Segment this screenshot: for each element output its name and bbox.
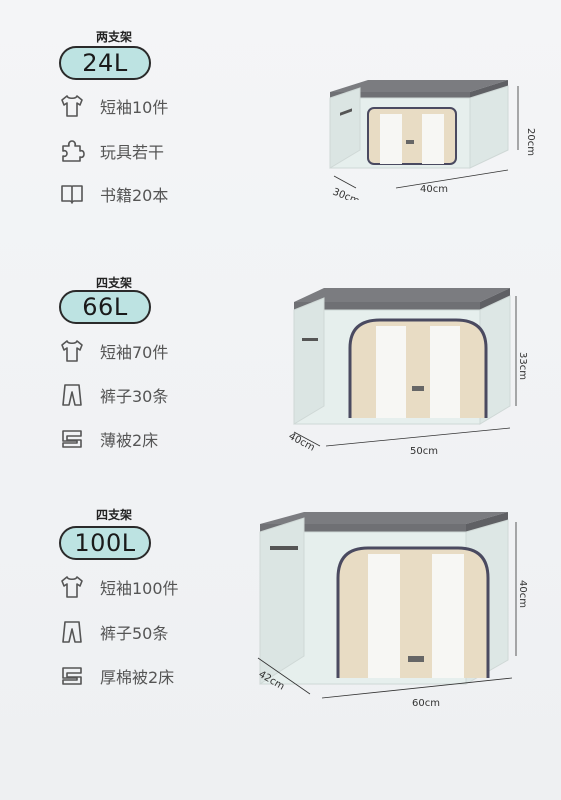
item-text: 书籍20本 — [100, 186, 169, 205]
capacity-badge: 66L — [59, 290, 151, 324]
puzzle-icon — [62, 140, 85, 162]
tshirt-icon — [61, 576, 83, 598]
item-text: 裤子50条 — [100, 624, 169, 643]
list-item: 玩具若干 — [58, 136, 164, 166]
tshirt-icon — [61, 340, 83, 362]
storage-box-image: 20cm 30cm 40cm — [329, 80, 536, 200]
list-item: 短袖70件 — [58, 336, 168, 366]
book-icon — [61, 185, 83, 204]
list-item: 短袖10件 — [58, 91, 168, 121]
dim-depth: 40cm — [287, 431, 317, 454]
pants-icon — [62, 621, 82, 643]
section-24l: 两支架 24L 短袖10件 玩具若干 书籍20本 20cm 30cm 40cm — [0, 0, 561, 250]
list-item: 短袖100件 — [58, 572, 179, 602]
dim-height: 33cm — [517, 352, 528, 380]
storage-box-image: 33cm 40cm 50cm — [287, 288, 528, 457]
dim-width: 50cm — [410, 446, 438, 457]
dim-width: 40cm — [420, 184, 448, 195]
storage-box-image: 40cm 42cm 60cm — [257, 512, 528, 709]
item-text: 裤子30条 — [100, 387, 169, 406]
list-item: 裤子30条 — [58, 380, 168, 410]
capacity-badge: 100L — [59, 526, 151, 560]
tshirt-icon — [61, 95, 83, 117]
dim-width: 60cm — [412, 698, 440, 709]
item-text: 厚棉被2床 — [100, 668, 175, 687]
pants-icon — [62, 384, 82, 406]
capacity-badge: 24L — [59, 46, 151, 80]
list-item: 书籍20本 — [58, 179, 168, 209]
section-66l: 四支架 66L 短袖70件 裤子30条 薄被2床 33cm 40cm 50cm — [0, 250, 561, 500]
item-text: 短袖70件 — [100, 343, 169, 362]
frame-label: 四支架 — [95, 276, 132, 290]
item-text: 玩具若干 — [100, 143, 165, 162]
item-text: 短袖100件 — [100, 579, 179, 598]
dim-height: 20cm — [525, 128, 536, 156]
item-text: 薄被2床 — [100, 431, 159, 450]
dim-height: 40cm — [517, 580, 528, 608]
quilt-icon — [62, 430, 82, 448]
list-item: 厚棉被2床 — [58, 661, 174, 691]
frame-label: 两支架 — [95, 30, 132, 44]
list-item: 裤子50条 — [58, 617, 168, 647]
dim-depth: 30cm — [331, 187, 361, 200]
section-100l: 四支架 100L 短袖100件 裤子50条 厚棉被2床 40cm 42cm 60… — [0, 500, 561, 750]
quilt-icon — [62, 667, 82, 685]
item-text: 短袖10件 — [100, 98, 169, 117]
frame-label: 四支架 — [95, 508, 132, 522]
list-item: 薄被2床 — [58, 424, 158, 454]
